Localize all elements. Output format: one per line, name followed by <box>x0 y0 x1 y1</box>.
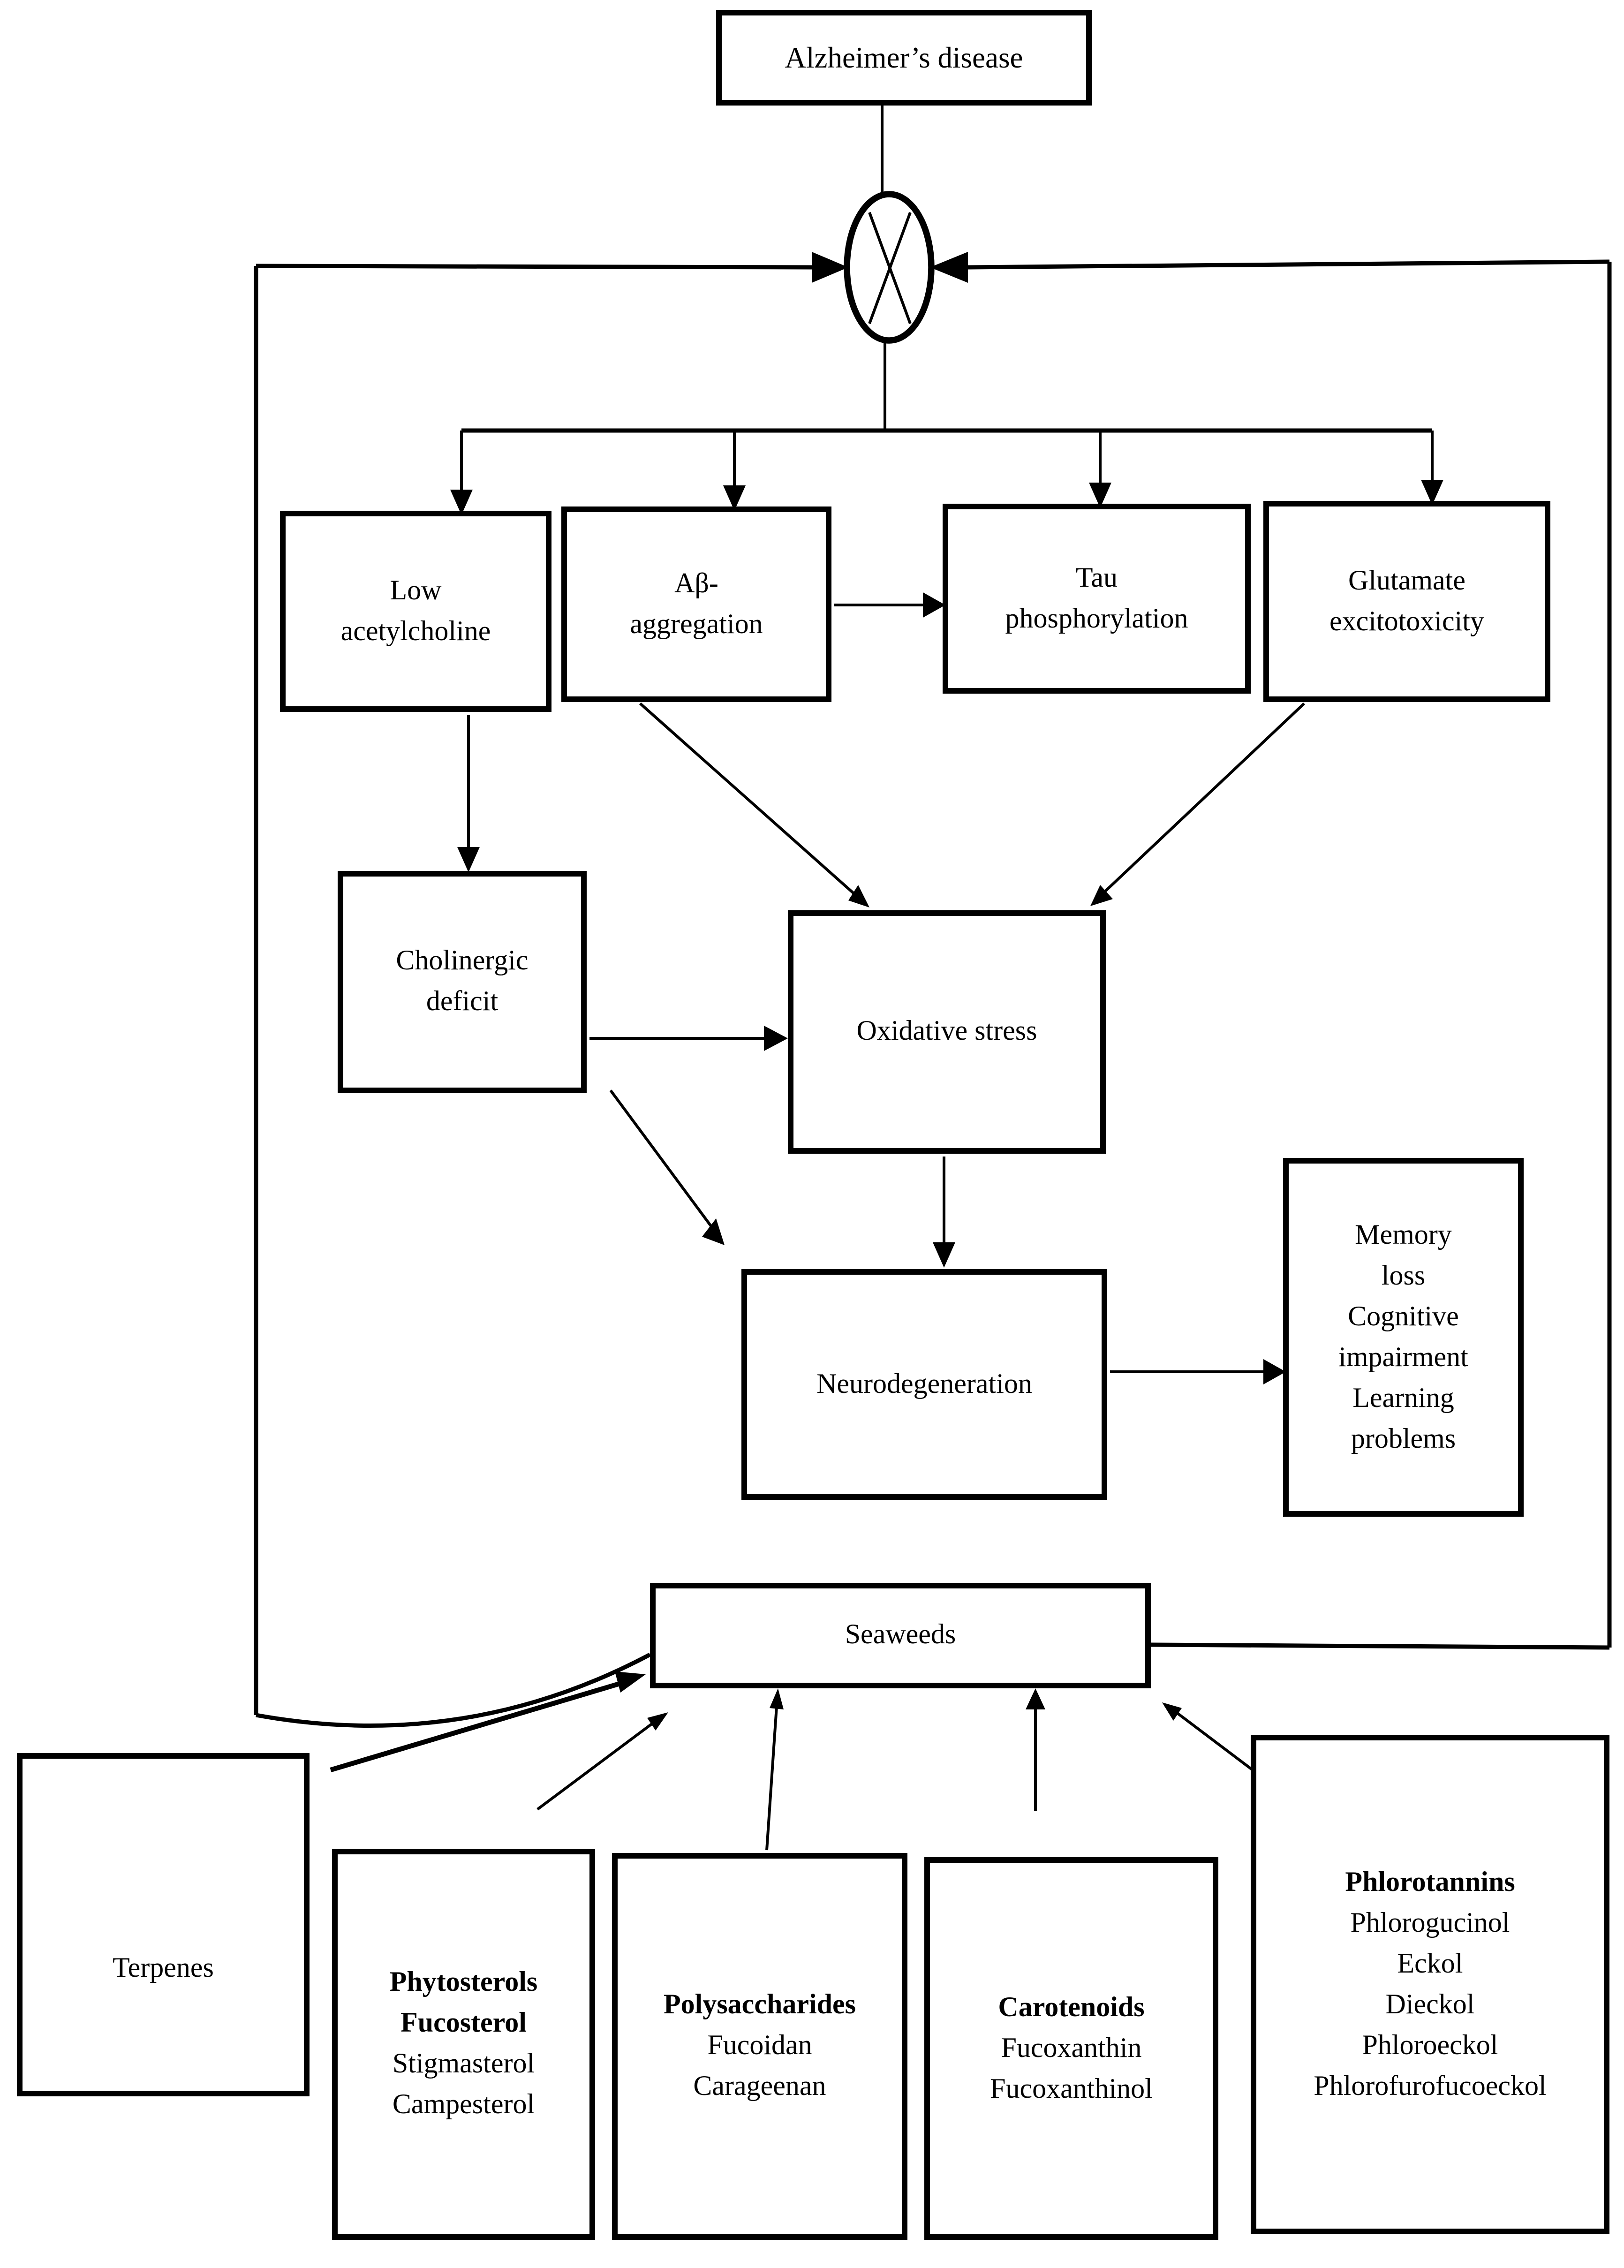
node-phytosterols: Phytosterols Fucosterol Stigmasterol Cam… <box>332 1849 595 2240</box>
arrowhead-phlorotannins-to-seaweeds <box>1162 1702 1182 1721</box>
arrowhead-terpenes-to-seaweeds <box>615 1671 646 1693</box>
node-line: Memory <box>1355 1219 1452 1250</box>
node-line: Cholinergic <box>396 945 529 976</box>
node-line: Phlorogucinol <box>1350 1907 1510 1938</box>
arrowhead-into-junction-left <box>812 252 848 283</box>
node-line: Cognitive <box>1348 1300 1459 1332</box>
node-line: Fucosterol <box>400 2008 527 2039</box>
node-line: impairment <box>1338 1341 1468 1373</box>
node-low-acetylcholine: Low acetylcholine <box>280 511 551 712</box>
node-line: Fucoxanthinol <box>990 2073 1153 2104</box>
node-line: Carotenoids <box>998 1991 1145 2023</box>
disease-loop-frame <box>254 106 1612 1728</box>
node-carotenoids: Carotenoids Fucoxanthin Fucoxanthinol <box>924 1857 1218 2240</box>
arrowhead-polysaccharides-to-seaweeds <box>770 1688 784 1709</box>
node-oxidative-stress: Oxidative stress <box>788 910 1106 1154</box>
node-line: Campesterol <box>392 2089 535 2120</box>
node-tau-phosphorylation: Tau phosphorylation <box>943 504 1251 694</box>
pathway-arrows <box>457 592 1306 1384</box>
node-label: Terpenes <box>113 1952 214 1983</box>
node-line: Aβ- <box>674 567 718 599</box>
node-terpenes: Terpenes <box>17 1753 310 2096</box>
node-outcomes: Memory loss Cognitive impairment Learnin… <box>1283 1158 1524 1517</box>
arrowhead-neuro-to-outcomes <box>1263 1359 1286 1384</box>
arrowhead-carotenoids-to-seaweeds <box>1026 1688 1045 1709</box>
node-line: Glutamate <box>1348 565 1465 596</box>
node-line: Carageenan <box>693 2071 826 2102</box>
node-phlorotannins: Phlorotannins Phlorogucinol Eckol Diecko… <box>1251 1735 1609 2234</box>
node-label: Seaweeds <box>845 1619 956 1650</box>
arrowhead-ab-to-tau <box>923 592 945 618</box>
node-line: Eckol <box>1397 1948 1463 1979</box>
node-line: Phlorotannins <box>1345 1866 1515 1898</box>
arrowhead-phytosterols-to-seaweeds <box>647 1712 668 1731</box>
arrowhead-cholinergic-to-oxidative <box>764 1026 788 1051</box>
node-line: Polysaccharides <box>664 1989 856 2020</box>
node-line: Phlorofurofucoeckol <box>1314 2070 1547 2102</box>
node-line: Learning <box>1352 1382 1454 1414</box>
node-line: Fucoxanthin <box>1001 2032 1142 2064</box>
node-line: acetylcholine <box>340 615 491 647</box>
node-line: phosphorylation <box>1005 603 1188 634</box>
node-line: deficit <box>426 986 499 1017</box>
arrowhead-oxidative-to-neuro <box>933 1242 955 1268</box>
arrowhead-into-junction-right <box>930 252 968 283</box>
node-line: Dieckol <box>1385 1988 1475 2020</box>
node-ab-aggregation: Aβ- aggregation <box>561 507 831 702</box>
node-line: Fucoidan <box>707 2030 812 2061</box>
arrowhead-to-cholinergic <box>457 847 480 872</box>
crossed-junction-icon <box>844 191 935 344</box>
node-line: Tau <box>1075 562 1118 593</box>
node-line: Low <box>390 575 442 606</box>
node-line: Phytosterols <box>389 1967 538 1998</box>
node-line: loss <box>1381 1260 1426 1291</box>
node-polysaccharides: Polysaccharides Fucoidan Carageenan <box>612 1853 907 2240</box>
node-label: Neurodegeneration <box>816 1368 1032 1399</box>
node-glutamate-excitotoxicity: Glutamate excitotoxicity <box>1263 501 1550 702</box>
node-label: Alzheimer’s disease <box>785 40 1023 74</box>
node-label: Oxidative stress <box>856 1016 1037 1047</box>
node-seaweeds: Seaweeds <box>650 1583 1151 1688</box>
arrowhead-ab-to-oxidative <box>848 885 869 907</box>
node-neurodegeneration: Neurodegeneration <box>741 1269 1107 1500</box>
arrowhead-cholinergic-to-neuro <box>702 1218 725 1245</box>
node-line: Stigmasterol <box>392 2049 535 2079</box>
junction-distribution <box>450 340 1443 515</box>
node-line: problems <box>1351 1423 1456 1454</box>
node-cholinergic-deficit: Cholinergic deficit <box>338 871 587 1093</box>
node-line: excitotoxicity <box>1329 605 1484 637</box>
node-line: Phloroeckol <box>1362 2029 1498 2061</box>
node-line: aggregation <box>630 608 763 640</box>
seaweed-arrows <box>330 1671 1257 1851</box>
arrowhead-glutamate-to-oxidative <box>1090 885 1113 906</box>
node-alzheimers-disease: Alzheimer’s disease <box>716 10 1092 106</box>
